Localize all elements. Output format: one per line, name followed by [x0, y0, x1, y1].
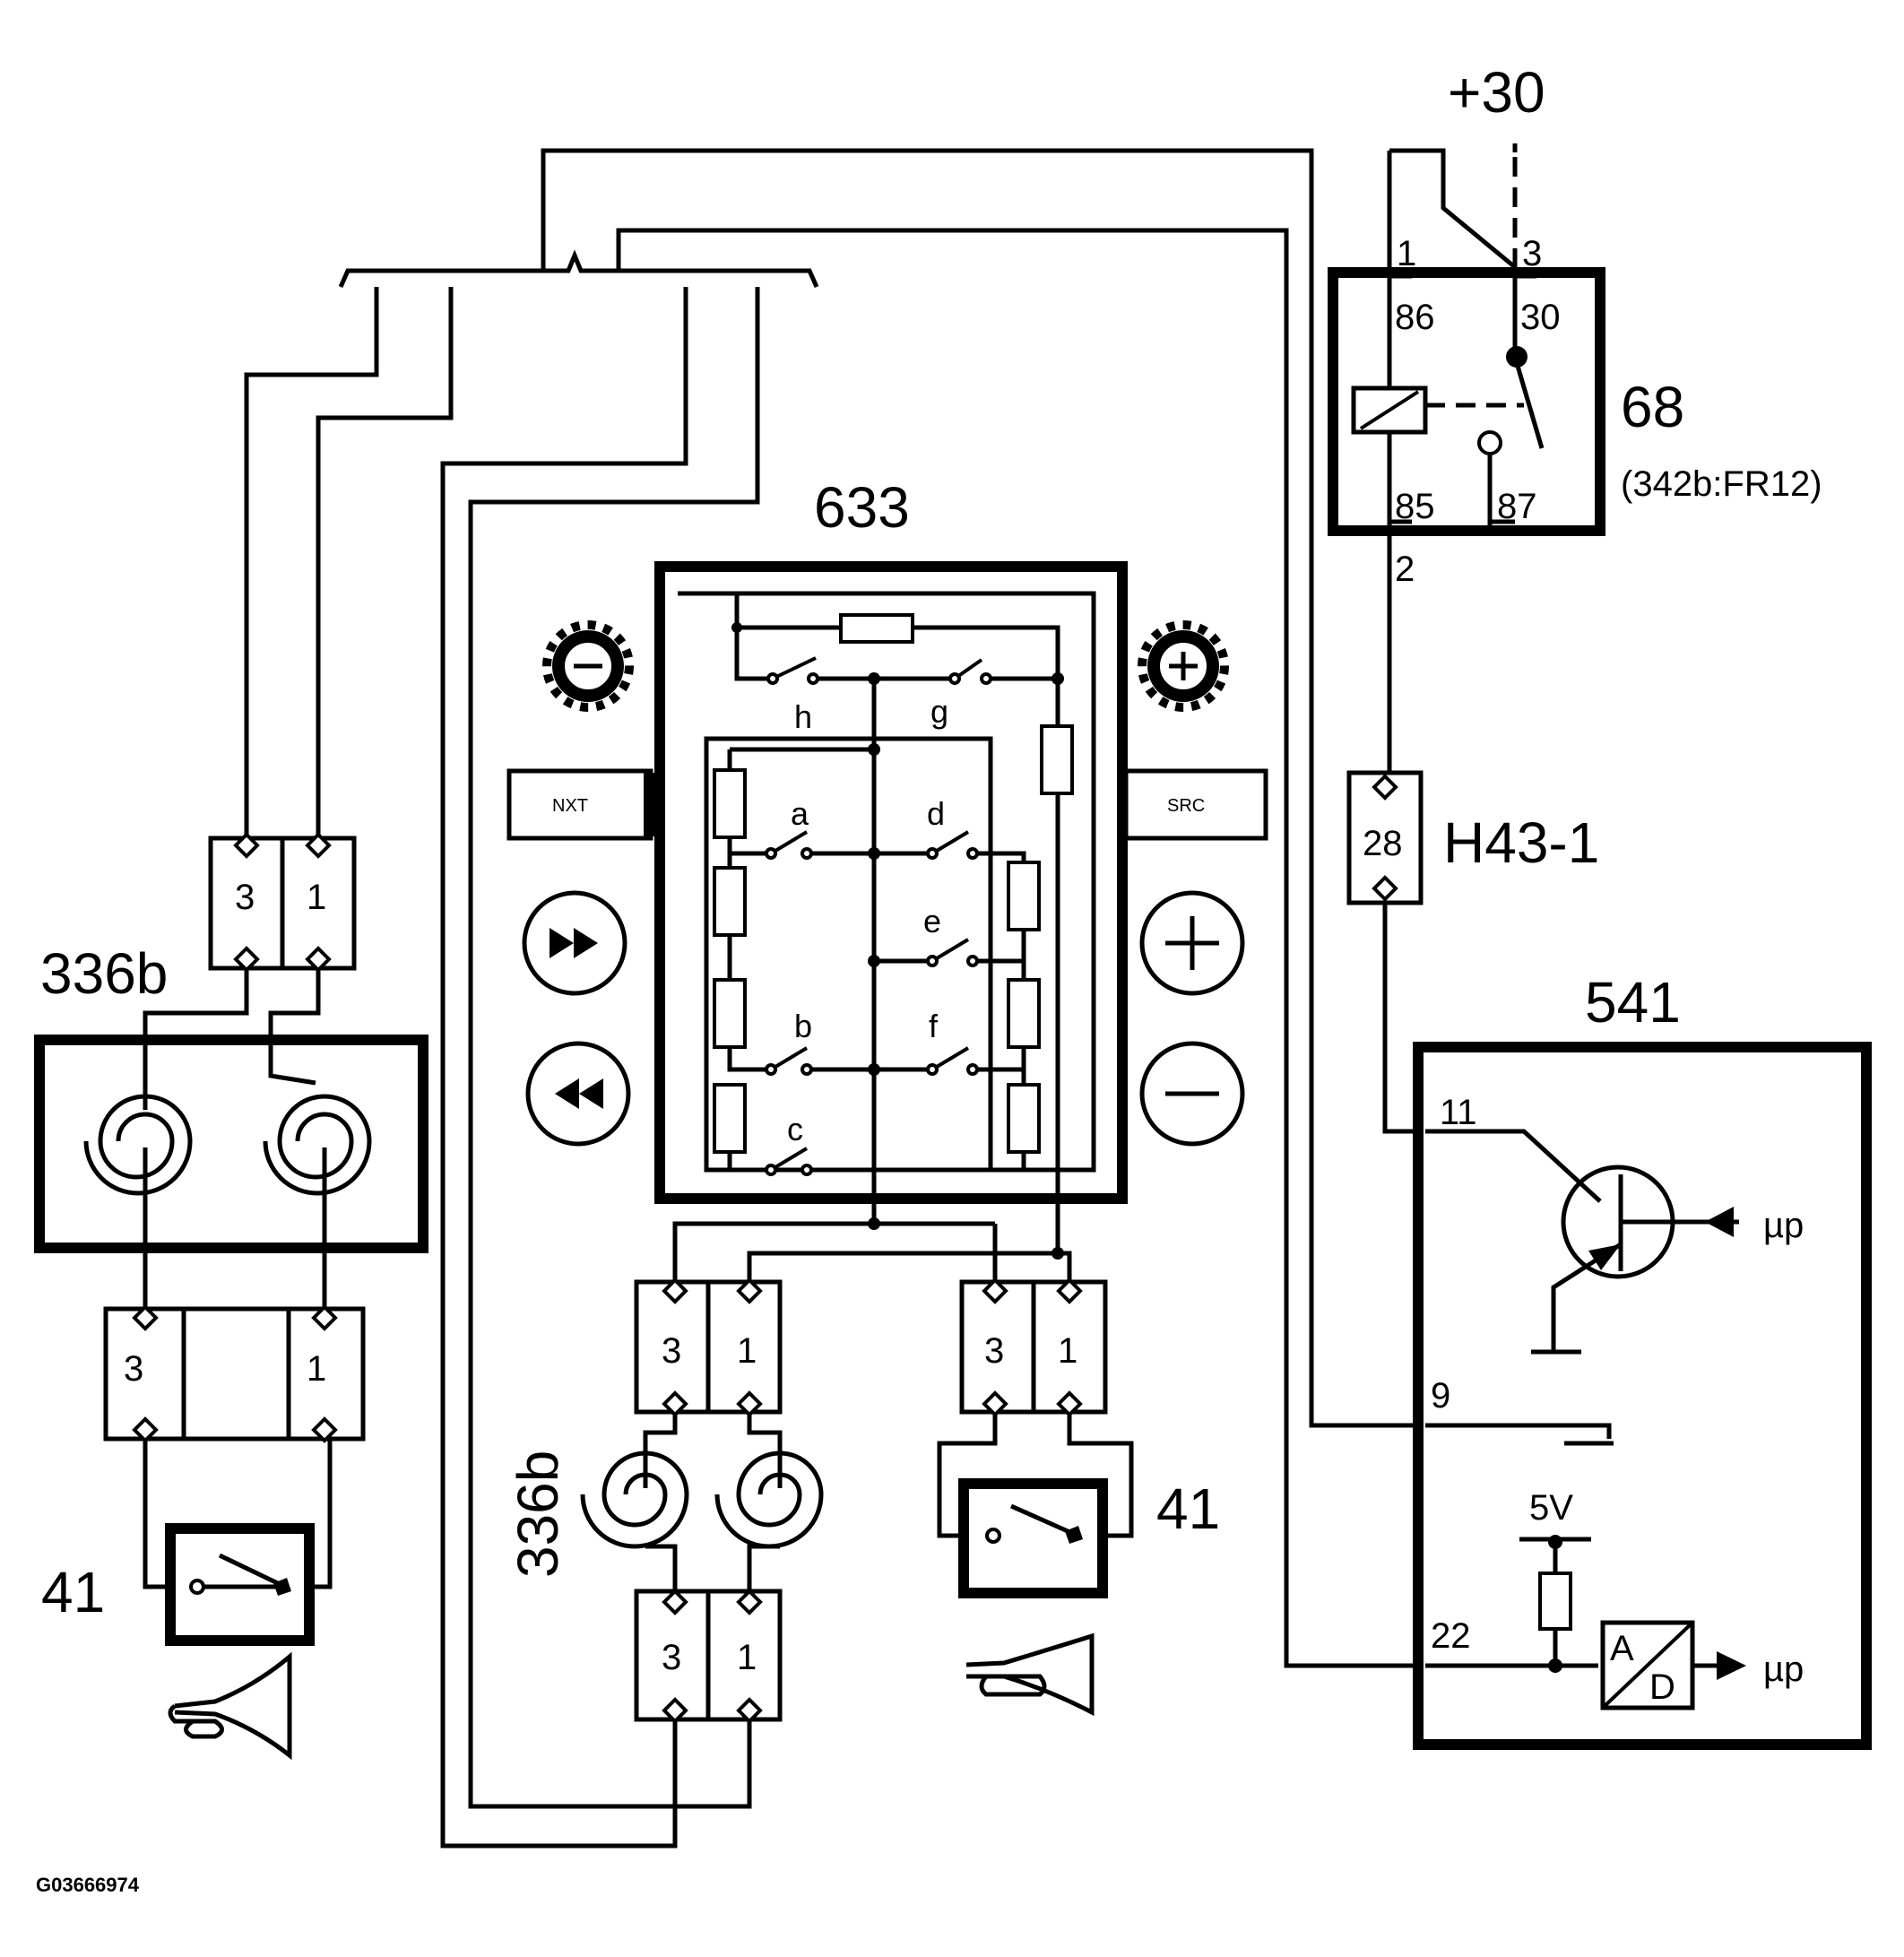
conn-l-mid-3: 3 [124, 1349, 143, 1389]
conn-c-upper-1: 1 [737, 1331, 757, 1371]
relay-pin-85: 85 [1395, 487, 1435, 526]
relay-pin-3: 3 [1522, 234, 1542, 273]
conn-c-lower-1: 1 [737, 1638, 757, 1677]
horn-icon [168, 1651, 292, 1761]
switch-h-label: h [794, 698, 812, 735]
rewind-icon [525, 1041, 631, 1147]
conn-l-mid-1: 1 [307, 1349, 326, 1389]
panel-output-wires [672, 1221, 1072, 1282]
relay-ref: (342b:FR12) [1621, 464, 1822, 504]
relay-pin-86: 86 [1395, 298, 1435, 337]
relay-pin-30: 30 [1520, 298, 1561, 337]
src-button: SRC [1123, 768, 1268, 841]
adc-d: D [1649, 1667, 1675, 1707]
left-connector-mid: 3 1 [103, 1304, 366, 1443]
clockspring-left-id: 336b [40, 941, 168, 1006]
image-ref: G03666974 [36, 1874, 140, 1896]
src-button-label: SRC [1167, 796, 1205, 816]
volume-up-gear-icon [1138, 620, 1229, 712]
switch-c-label: c [787, 1111, 803, 1147]
clockspring-center-id: 336b [506, 1450, 570, 1578]
left-connector-top: 3 1 [208, 832, 357, 973]
relay-id: 68 [1621, 375, 1684, 439]
cu-5v: 5V [1529, 1488, 1573, 1528]
switch-d-label: d [927, 795, 945, 832]
right-connector: 3 1 [959, 1277, 1108, 1417]
clockspring-center [580, 1415, 824, 1600]
cu-pin-11: 11 [1440, 1093, 1477, 1132]
adc-a: A [1610, 1629, 1634, 1668]
cu-up-1: µp [1763, 1206, 1804, 1245]
nxt-button-label: NXT [552, 796, 588, 816]
relay-pin-87: 87 [1497, 487, 1537, 526]
fuse-value: 28 [1363, 824, 1403, 863]
right-horn-switch [937, 1415, 1134, 1598]
supply-label: +30 [1448, 60, 1545, 125]
volume-down-gear-icon [542, 620, 634, 712]
horn-right-id: 41 [1156, 1476, 1220, 1541]
switch-panel-id: 633 [814, 475, 910, 540]
control-unit-541: 11 9 22 5V µp µp A D [1413, 1042, 1872, 1750]
switch-f-label: f [929, 1008, 939, 1044]
conn-c-upper-3: 3 [662, 1331, 681, 1371]
horn-icon [965, 1632, 1095, 1717]
switch-e-label: e [923, 903, 941, 940]
control-unit-id: 541 [1585, 970, 1681, 1035]
conn-l-top-1: 1 [307, 878, 326, 917]
plus-icon [1139, 890, 1245, 996]
conn-c-lower-3: 3 [662, 1638, 681, 1677]
switch-b-label: b [794, 1008, 812, 1044]
left-horn-switch [143, 1441, 333, 1646]
fast-forward-icon [522, 890, 627, 996]
relay-68: 1 3 86 30 85 87 2 [1328, 143, 1605, 773]
conn-r-1: 1 [1058, 1331, 1077, 1371]
center-connector-lower: 3 1 [634, 1589, 783, 1724]
center-connector-upper: 3 1 [634, 1277, 783, 1417]
cu-pin-9: 9 [1431, 1376, 1450, 1416]
conn-l-top-3: 3 [235, 878, 255, 917]
horn-left-id: 41 [41, 1560, 105, 1624]
minus-icon [1139, 1041, 1245, 1147]
relay-pin-1: 1 [1397, 234, 1416, 273]
nxt-button: NXT [506, 768, 658, 841]
relay-pin-2: 2 [1395, 550, 1415, 589]
conn-r-3: 3 [984, 1331, 1004, 1371]
fuse-id: H43-1 [1443, 810, 1599, 875]
clockspring-left [34, 970, 428, 1309]
cu-pin-22: 22 [1431, 1616, 1471, 1656]
switch-a-label: a [791, 795, 809, 832]
fuse-h43-1: 28 [1346, 770, 1425, 1134]
cu-up-2: µp [1763, 1650, 1804, 1689]
switch-g-label: g [930, 693, 948, 730]
switch-panel-633: h g a d e b f c [654, 561, 1128, 1253]
